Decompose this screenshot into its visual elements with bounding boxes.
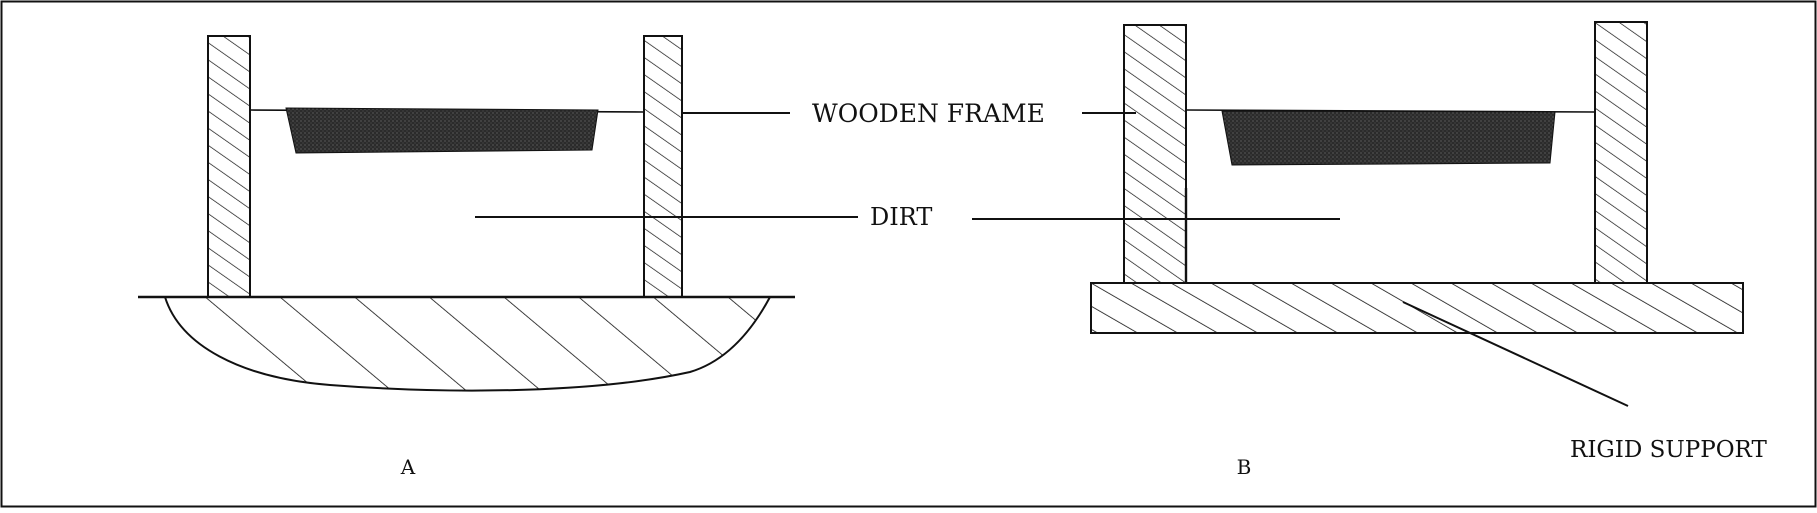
wooden-frame-post-left: [207, 35, 251, 298]
panel-a: A: [138, 35, 858, 479]
wooden-frame-label: WOODEN FRAME: [812, 99, 1045, 128]
panel-a-label: A: [400, 455, 416, 479]
wooden-frame-post-right-b: [1594, 21, 1648, 284]
dirt-label: DIRT: [870, 203, 932, 231]
dirt-deposit: [285, 107, 599, 154]
wooden-frame-post-right: [643, 35, 683, 298]
panel-b: RIGID SUPPORT B: [972, 21, 1767, 479]
dirt-deposit-b: [1221, 110, 1556, 166]
wooden-frame-post-left-b: [1123, 24, 1187, 284]
rigid-support-label: RIGID SUPPORT: [1570, 437, 1767, 463]
panel-b-label: B: [1237, 455, 1252, 479]
ground-soil: [163, 296, 772, 392]
rigid-support-leader: [1402, 301, 1629, 407]
